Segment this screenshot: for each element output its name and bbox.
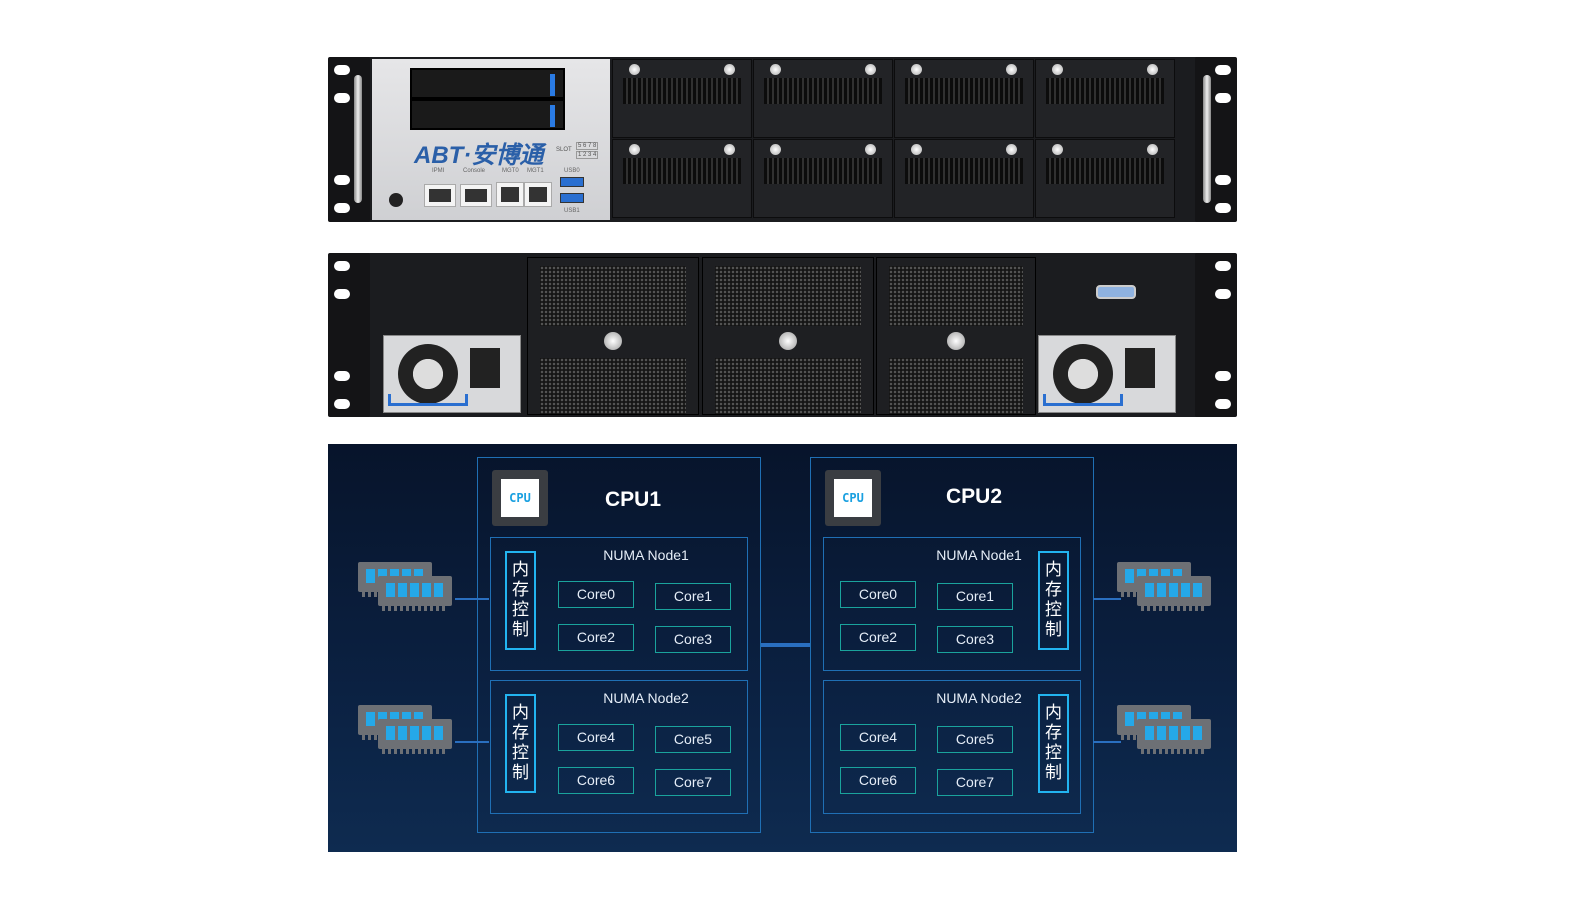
right-rack-ear [1195,253,1237,417]
mgt0-label: MGT0 [502,168,519,174]
memory-dimm-icon [1137,576,1211,611]
cpu-chip-icon: CPU [819,470,887,526]
core-box: Core2 [840,624,916,651]
fan-module-2[interactable] [702,257,874,415]
expansion-bay[interactable] [612,59,752,138]
core-box: Core6 [558,767,634,794]
slot-numbers-top: 5 6 7 8 [576,142,599,150]
right-handle[interactable] [1203,75,1211,203]
mgt1-port[interactable] [524,182,552,207]
power-button[interactable] [389,193,403,207]
expansion-bay[interactable] [753,59,893,138]
expansion-bay[interactable] [894,139,1034,218]
memory-controller: 内存控制 [1038,694,1069,793]
memory-controller: 内存控制 [505,551,536,650]
numa-node-title: NUMA Node2 [936,690,1022,706]
expansion-bay[interactable] [753,139,893,218]
psu-handle[interactable] [1043,394,1123,406]
core-box: Core3 [937,626,1013,653]
brand-logo: ABT·安博通 [414,142,544,169]
power-supply-right[interactable] [1038,335,1176,413]
numa-node-title: NUMA Node2 [603,690,689,706]
fan-module-3[interactable] [876,257,1036,415]
cpu-chip-icon: CPU [486,470,554,526]
console-label: Console [463,168,486,174]
server-front-panel: ABT·安博通 SLOT 5 6 7 8 1 2 3 4 IPMI Consol… [328,57,1237,222]
server-rear-panel [328,253,1237,417]
usb1-label: USB1 [564,208,580,214]
cpu-title: CPU2 [946,485,1003,508]
core-box: Core5 [937,726,1013,753]
left-handle[interactable] [354,75,362,203]
core-box: Core4 [840,724,916,751]
right-rack-ear [1195,57,1237,222]
core-box: Core1 [937,583,1013,610]
cpu-interconnect [760,643,810,647]
memory-dimm-icon [378,719,452,754]
numa-node-title: NUMA Node1 [936,547,1022,563]
drive-bay-2[interactable] [410,99,565,130]
mgt0-port[interactable] [496,182,524,207]
memory-bus-line [1093,741,1121,743]
memory-bus-line [455,741,489,743]
core-box: Core7 [655,769,731,796]
memory-controller: 内存控制 [505,694,536,793]
power-supply-left[interactable] [383,335,521,413]
numa-node-title: NUMA Node1 [603,547,689,563]
expansion-bay[interactable] [612,139,752,218]
memory-bus-line [455,598,489,600]
memory-dimm-icon [1137,719,1211,754]
cpu-chip-label: CPU [501,479,539,517]
core-box: Core0 [840,581,916,608]
psu-handle[interactable] [388,394,468,406]
usb1-port[interactable] [560,193,584,203]
usb0-label: USB0 [564,168,580,174]
console-port[interactable] [460,184,492,207]
cpu-title: CPU1 [605,488,662,511]
usb0-port[interactable] [560,177,584,187]
expansion-bay[interactable] [1035,139,1175,218]
expansion-bay[interactable] [894,59,1034,138]
core-box: Core4 [558,724,634,751]
psu-fan-icon [1053,344,1113,404]
vga-port[interactable] [1096,285,1136,299]
left-rack-ear [328,57,370,222]
memory-dimm-icon [378,576,452,611]
ipmi-label: IPMI [432,168,445,174]
expansion-bays [612,59,1176,220]
core-box: Core5 [655,726,731,753]
core-box: Core0 [558,581,634,608]
memory-controller: 内存控制 [1038,551,1069,650]
core-box: Core2 [558,624,634,651]
front-faceplate: ABT·安博通 SLOT 5 6 7 8 1 2 3 4 IPMI Consol… [372,59,610,220]
slot-numbers-bottom: 1 2 3 4 [576,151,599,159]
core-box: Core7 [937,769,1013,796]
expansion-bay[interactable] [1035,59,1175,138]
fan-module-1[interactable] [527,257,699,415]
drive-bay-1[interactable] [410,68,565,99]
memory-bus-line [1093,598,1121,600]
left-rack-ear [328,253,370,417]
power-inlet [1125,348,1155,388]
slot-label: SLOT [556,147,572,153]
cpu-chip-label: CPU [834,479,872,517]
core-box: Core1 [655,583,731,610]
psu-fan-icon [398,344,458,404]
core-box: Core6 [840,767,916,794]
power-inlet [470,348,500,388]
mgt1-label: MGT1 [527,168,544,174]
core-box: Core3 [655,626,731,653]
ipmi-port[interactable] [424,184,456,207]
